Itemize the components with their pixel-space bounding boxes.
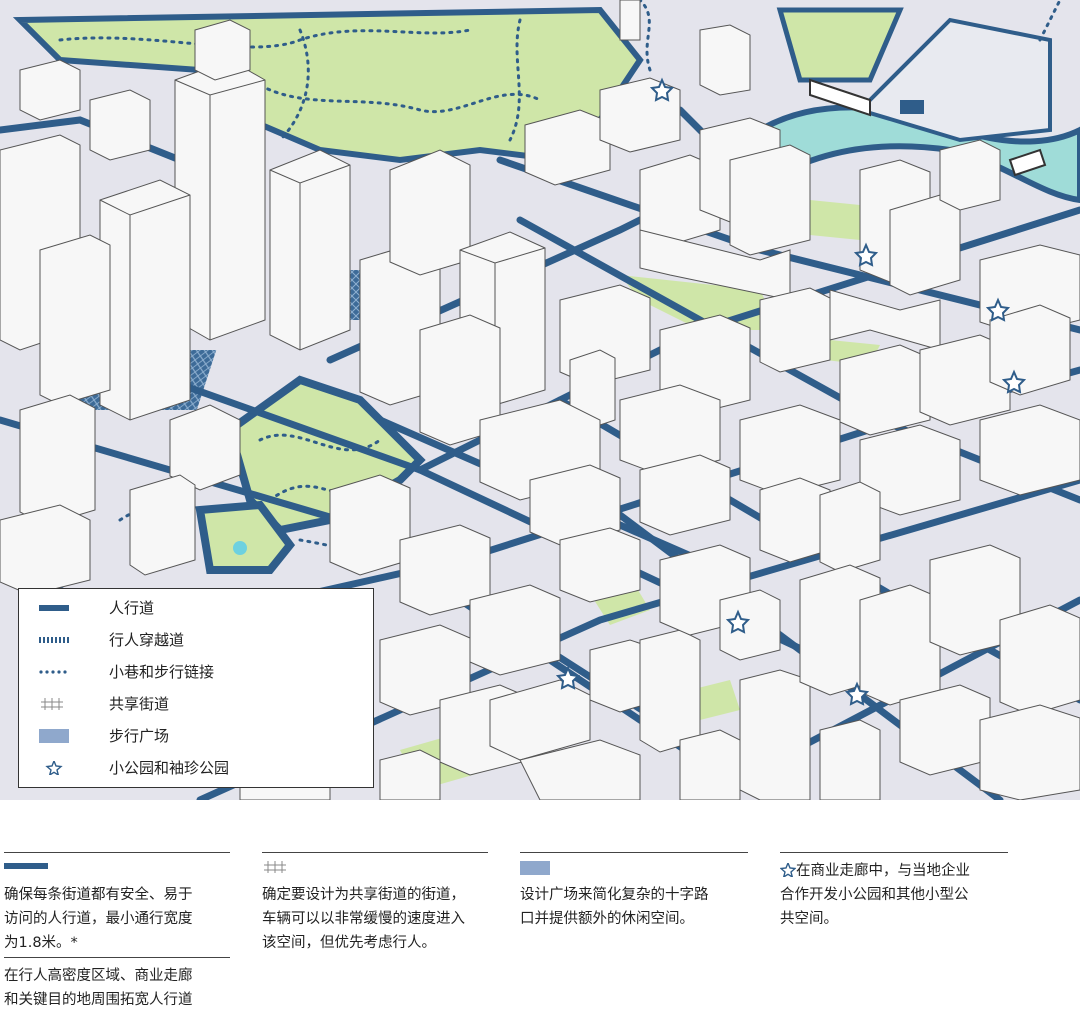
dotted-line-icon [39, 670, 67, 674]
legend-label: 共享街道 [109, 695, 170, 713]
star-icon [649, 77, 675, 102]
note-line: 确保每条街道都有安全、易于 [4, 887, 193, 903]
note-line: 共空间。 [780, 911, 838, 927]
note-line-text: 在商业走廊中，与当地企业 [796, 863, 970, 879]
note-line: 合作开发小公园和其他小型公 [780, 887, 969, 903]
legend-item-crosswalk: 行人穿越道 [19, 627, 375, 653]
note-line: 在商业走廊中，与当地企业 [779, 859, 1008, 883]
note-line: 口并提供额外的休闲空间。 [520, 911, 694, 927]
dotted-square-icon [39, 729, 69, 743]
legend-label: 小巷和步行链接 [109, 663, 215, 681]
small-park-stars [555, 77, 1027, 706]
star-icon [853, 242, 879, 267]
star-icon [779, 861, 797, 879]
note-small-park: 在商业走廊中，与当地企业 合作开发小公园和其他小型公 共空间。 [779, 852, 1008, 931]
note-sidewalk: 确保每条街道都有安全、易于 访问的人行道，最小通行宽度 为1.8米。* 在行人高… [4, 852, 230, 1012]
city-map-illustration [0, 0, 1080, 800]
legend-label: 人行道 [109, 599, 155, 617]
note-line: 车辆可以以非常缓慢的速度进入 [262, 911, 465, 927]
legend-label: 行人穿越道 [109, 631, 185, 649]
legend-item-park: 小公园和袖珍公园 [19, 755, 375, 781]
note-line: 设计广场来简化复杂的十字路 [520, 887, 709, 903]
dotted-square-icon [520, 861, 550, 875]
star-icon [844, 681, 870, 706]
hatched-bar-icon [39, 637, 69, 643]
star-icon [1001, 369, 1027, 394]
grid-mark-icon [264, 861, 286, 873]
legend-item-sidewalk: 人行道 [19, 595, 375, 621]
note-line: 在行人高密度区域、商业走廊 [4, 968, 193, 984]
note-line: 和关键目的地周围拓宽人行道 [4, 992, 193, 1008]
star-icon [985, 297, 1011, 322]
solid-bar-icon [39, 605, 69, 611]
legend-label: 小公园和袖珍公园 [109, 759, 230, 777]
grid-mark-icon [41, 698, 63, 710]
buildings [0, 0, 1080, 800]
note-plaza: 设计广场来简化复杂的十字路 口并提供额外的休闲空间。 [520, 852, 748, 931]
note-line: 访问的人行道，最小通行宽度 [4, 911, 193, 927]
solid-bar-icon [4, 863, 48, 869]
legend-item-shared: 共享街道 [19, 691, 375, 717]
star-icon [555, 665, 581, 690]
note-line: 为1.8米。* [4, 935, 78, 951]
note-line: 确定要设计为共享街道的街道， [262, 887, 465, 903]
star-icon [725, 609, 751, 634]
legend-item-plaza: 步行广场 [19, 723, 375, 749]
map-legend: 人行道 行人穿越道 小巷和步行链接 共享街道 步行广场 小公园和袖珍公园 [18, 588, 374, 788]
note-line: 该空间，但优先考虑行人。 [262, 935, 436, 951]
star-icon [45, 761, 63, 775]
legend-label: 步行广场 [109, 727, 170, 745]
note-shared-street: 确定要设计为共享街道的街道， 车辆可以以非常缓慢的速度进入 该空间，但优先考虑行… [262, 852, 488, 955]
legend-item-alley: 小巷和步行链接 [19, 659, 375, 685]
bridges [809, 78, 1047, 177]
park-small [195, 500, 296, 574]
